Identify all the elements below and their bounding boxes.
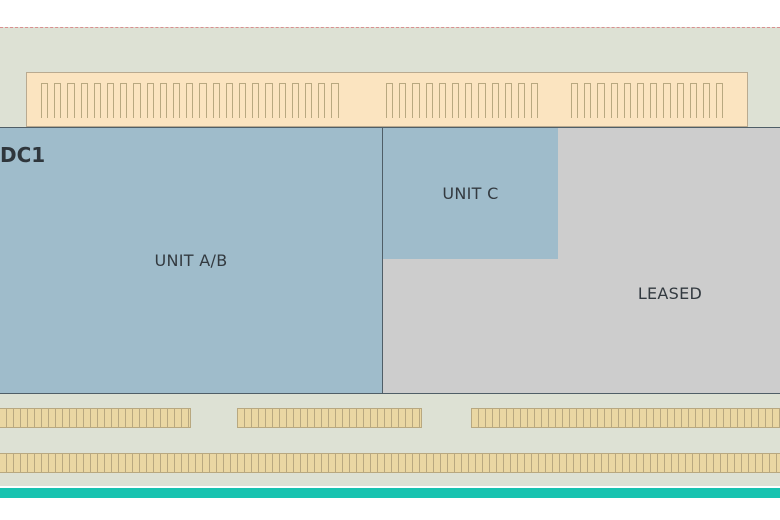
leased-area-upper[interactable] bbox=[558, 127, 780, 260]
parking-stall bbox=[623, 83, 631, 118]
parking-stall bbox=[689, 83, 697, 118]
parking-stall bbox=[54, 83, 62, 118]
parking-stall bbox=[133, 83, 141, 118]
parking-stall bbox=[239, 83, 247, 118]
parking-stall bbox=[399, 83, 407, 118]
parking-stall bbox=[531, 83, 539, 118]
parking-row-south-3 bbox=[471, 408, 780, 428]
parking-stall bbox=[41, 83, 49, 118]
parking-stall-strip bbox=[41, 83, 731, 118]
accent-bar bbox=[0, 488, 780, 498]
parking-stall bbox=[80, 83, 88, 118]
parking-stall bbox=[584, 83, 592, 118]
parking-stall bbox=[318, 83, 326, 118]
parking-stall bbox=[331, 83, 339, 118]
parking-stall bbox=[425, 83, 433, 118]
parking-stall bbox=[252, 83, 260, 118]
leased-label: LEASED bbox=[637, 284, 703, 303]
unit-c-building[interactable]: UNIT C bbox=[382, 127, 559, 260]
parking-stall bbox=[146, 83, 154, 118]
parking-row-south-long bbox=[0, 453, 780, 473]
parking-stall bbox=[637, 83, 645, 118]
parking-stall bbox=[186, 83, 194, 118]
parking-stall bbox=[386, 83, 394, 118]
parking-stall bbox=[465, 83, 473, 118]
unit-c-label: UNIT C bbox=[442, 184, 499, 203]
parking-stall bbox=[716, 83, 724, 118]
parking-stall bbox=[650, 83, 658, 118]
leased-area-lower[interactable] bbox=[382, 259, 780, 394]
parking-stall bbox=[571, 83, 579, 118]
parking-stall bbox=[67, 83, 75, 118]
parking-stall bbox=[278, 83, 286, 118]
parking-stall bbox=[159, 83, 167, 118]
parking-stall bbox=[412, 83, 420, 118]
parking-stall bbox=[225, 83, 233, 118]
parking-stall bbox=[107, 83, 115, 118]
parking-stall bbox=[676, 83, 684, 118]
parking-stall bbox=[212, 83, 220, 118]
parking-stall bbox=[663, 83, 671, 118]
parking-stall bbox=[120, 83, 128, 118]
parking-stall bbox=[265, 83, 273, 118]
parking-stall bbox=[173, 83, 181, 118]
parking-stall bbox=[597, 83, 605, 118]
parking-stall bbox=[305, 83, 313, 118]
parking-stall bbox=[703, 83, 711, 118]
unit-ab-building[interactable]: UNIT A/B bbox=[0, 127, 383, 394]
parking-stall bbox=[478, 83, 486, 118]
parking-row-south-2 bbox=[237, 408, 422, 428]
parking-area-north bbox=[26, 72, 748, 127]
parking-stall bbox=[452, 83, 460, 118]
parking-stall bbox=[518, 83, 526, 118]
parking-stall bbox=[610, 83, 618, 118]
parking-row-south-1 bbox=[0, 408, 191, 428]
parking-stall bbox=[93, 83, 101, 118]
parking-stall bbox=[504, 83, 512, 118]
parking-stall bbox=[491, 83, 499, 118]
parking-stall bbox=[438, 83, 446, 118]
parking-stall bbox=[291, 83, 299, 118]
unit-ab-label: UNIT A/B bbox=[154, 251, 228, 270]
site-title: DC1 bbox=[0, 143, 46, 167]
parking-stall bbox=[199, 83, 207, 118]
